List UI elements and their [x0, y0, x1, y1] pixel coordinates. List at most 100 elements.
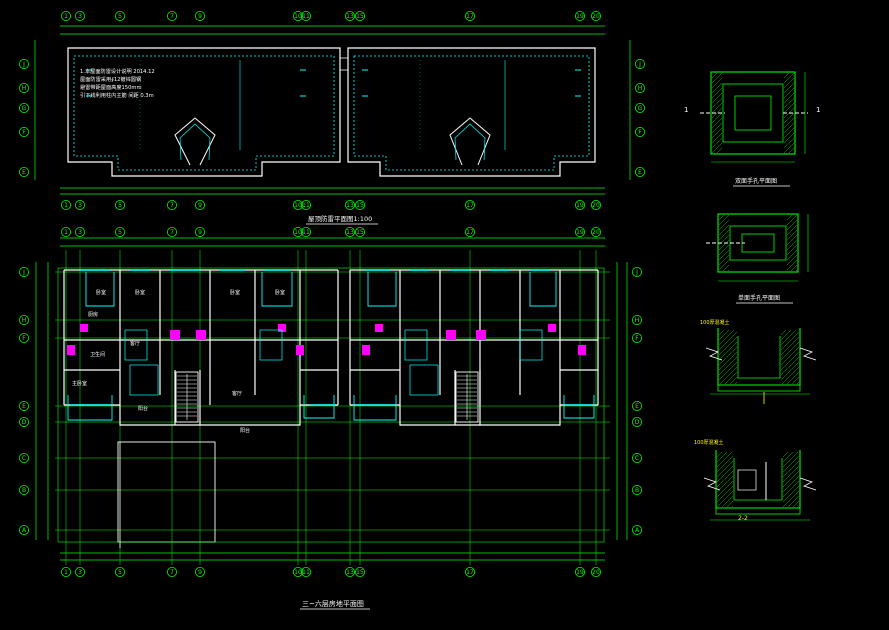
axis-label: 7	[170, 229, 174, 236]
axis-bubble	[18, 127, 29, 138]
axis-bubble	[18, 525, 29, 536]
axis-bubble	[344, 567, 355, 578]
axis-bubble	[591, 567, 602, 578]
room-label: 客厅	[232, 390, 242, 397]
axis-bubble	[354, 10, 365, 21]
axis-bubble	[344, 10, 355, 21]
axis-bubble	[75, 10, 86, 21]
axis-label: 10	[294, 13, 302, 20]
axis-bubble	[632, 452, 643, 463]
axis-label: D	[22, 419, 27, 426]
room-label: 主卧室	[72, 380, 87, 387]
axis-label: F	[635, 335, 639, 342]
axis-label: 5	[118, 229, 122, 236]
axis-bubble	[632, 484, 643, 495]
axis-bubble	[575, 567, 586, 578]
axis-label: 20	[592, 229, 600, 236]
axis-label: 1	[64, 229, 68, 236]
axis-label: 3	[78, 202, 82, 209]
axis-label: 10	[294, 229, 302, 236]
roof-lightning-protection-plan: 1.本屋面防雷设计说明 2014.12 屋面防雷采用∮12镀锌圆钢 避雷带距屋面…	[18, 10, 646, 225]
axis-bubble	[635, 59, 646, 70]
axis-bubble	[18, 484, 29, 495]
axis-label: 7	[170, 13, 174, 20]
axis-bubble	[18, 314, 29, 325]
axis-label: 5	[118, 13, 122, 20]
axis-label: H	[638, 85, 643, 92]
axis-bubble	[292, 226, 303, 237]
axis-bubble	[194, 567, 205, 578]
axis-label: 10	[294, 569, 302, 576]
axis-label: D	[635, 419, 640, 426]
axis-label: 9	[198, 13, 202, 20]
axis-label: A	[22, 527, 27, 534]
axis-bubble	[344, 226, 355, 237]
axis-bubble	[632, 525, 643, 536]
axis-label: 9	[198, 202, 202, 209]
axis-bubble	[75, 567, 86, 578]
axis-bubble	[18, 332, 29, 343]
axis-bubble	[292, 567, 303, 578]
detail-section-2-2: 100厚混凝土 2-2	[694, 439, 817, 522]
axis-label: F	[638, 129, 642, 136]
axis-bubble	[632, 266, 643, 277]
axis-label: 19	[576, 202, 584, 209]
axis-bubble	[61, 226, 72, 237]
room-labels: 卧室卧室卧室卧室厨房卫生间客厅主卧室阳台客厅阳台	[72, 289, 285, 434]
axis-bubble	[18, 166, 29, 177]
axis-label: F	[22, 129, 26, 136]
axis-bubble	[632, 416, 643, 427]
axis-bubble	[635, 127, 646, 138]
room-label: 卧室	[96, 289, 106, 296]
axis-bubble	[575, 199, 586, 210]
axis-label: H	[635, 317, 640, 324]
axis-label: G	[22, 105, 27, 112]
axis-label: J	[22, 61, 25, 68]
axis-bubble	[61, 567, 72, 578]
room-label: 卫生间	[90, 351, 105, 358]
axis-bubble	[635, 83, 646, 94]
axis-bubble	[354, 226, 365, 237]
axis-bubble	[194, 10, 205, 21]
axis-label: E	[22, 169, 26, 176]
axis-label: 19	[576, 569, 584, 576]
axis-label: 11	[302, 569, 310, 576]
axis-bubble	[292, 199, 303, 210]
axis-label: 10	[294, 202, 302, 209]
axis-bubble	[591, 226, 602, 237]
axis-bubble	[354, 199, 365, 210]
axis-label: 15	[356, 202, 364, 209]
axis-bubble	[635, 166, 646, 177]
axis-label: 5	[118, 202, 122, 209]
detail-4-top-label: 100厚混凝土	[694, 439, 724, 446]
axis-label: 13	[346, 13, 354, 20]
detail-3-top-label: 100厚混凝土	[700, 319, 730, 326]
axis-label: J	[22, 269, 25, 276]
axis-bubble	[575, 226, 586, 237]
axis-label: J	[638, 61, 641, 68]
axis-label: 7	[170, 569, 174, 576]
axis-label: 9	[198, 229, 202, 236]
axis-bubble	[18, 452, 29, 463]
detail-2-title: 单面手孔平面图	[738, 294, 780, 302]
axis-label: 1	[64, 569, 68, 576]
axis-bubble	[166, 567, 177, 578]
roof-plan-title: 屋顶防雷平面图1:100	[308, 214, 372, 223]
axis-bubble	[300, 10, 311, 21]
axis-label: 7	[170, 202, 174, 209]
axis-bubble	[344, 199, 355, 210]
axis-bubble	[354, 567, 365, 578]
axis-bubble	[300, 226, 311, 237]
axis-label: 15	[356, 229, 364, 236]
axis-label: 19	[576, 13, 584, 20]
detail-1-tag-left: 1	[684, 106, 688, 114]
detail-single-handhole: 单面手孔平面图	[706, 213, 809, 304]
axis-label: 3	[78, 569, 82, 576]
axis-bubble	[75, 226, 86, 237]
roof-note-line-4: 引下线利用柱内主筋 间距 0.3m	[80, 91, 154, 99]
